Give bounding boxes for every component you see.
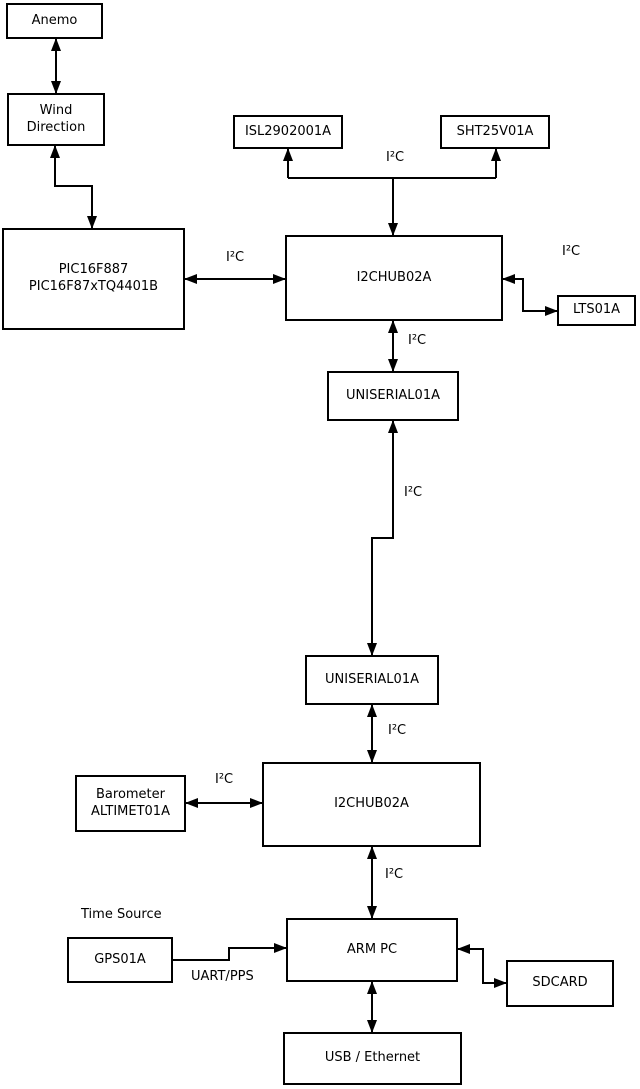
node-arm-pc: ARM PC xyxy=(286,918,458,982)
node-i2c-hub-top: I2CHUB02A xyxy=(285,235,503,321)
node-anemometer: Anemo xyxy=(6,3,103,39)
edge-label-i2c-bus-top: I²C xyxy=(386,150,405,165)
node-gps-label: GPS01A xyxy=(94,951,146,967)
edge-label-time-source: Time Source xyxy=(81,907,162,922)
node-barometer: Barometer ALTIMET01A xyxy=(75,775,186,832)
node-lts-sensor: LTS01A xyxy=(557,295,636,326)
node-i2c-hub-bottom-label: I2CHUB02A xyxy=(334,796,409,812)
edge-label-uart-pps: UART/PPS xyxy=(191,969,254,984)
node-uniserial-top: UNISERIAL01A xyxy=(327,371,459,421)
node-isl-sensor-label: ISL2902001A xyxy=(244,123,332,139)
node-uniserial-top-label: UNISERIAL01A xyxy=(346,387,440,403)
node-sdcard: SDCARD xyxy=(506,960,614,1007)
node-isl-sensor: ISL2902001A xyxy=(233,115,343,149)
edge-gps-armpc xyxy=(173,943,287,961)
edge-label-i2c-lts: I²C xyxy=(562,244,581,259)
node-uniserial-bottom: UNISERIAL01A xyxy=(305,655,439,705)
node-arm-pc-label: ARM PC xyxy=(346,941,398,957)
node-i2c-hub-top-label: I2CHUB02A xyxy=(356,269,432,285)
node-pic-microcontroller-label: PIC16F887 PIC16F87xTQ4401B xyxy=(28,262,159,294)
node-sht-sensor-label: SHT25V01A xyxy=(456,123,534,139)
edge-armpc-sdcard xyxy=(457,944,507,988)
edge-label-i2c-long-link: I²C xyxy=(404,485,423,500)
node-lts-sensor-label: LTS01A xyxy=(572,302,621,318)
node-usb-ethernet-label: USB / Ethernet xyxy=(324,1050,421,1066)
edge-label-i2c-barometer: I²C xyxy=(215,772,234,787)
edge-wind-pic xyxy=(50,145,97,229)
edge-label-i2c-hub2-armpc: I²C xyxy=(385,867,404,882)
node-pic-microcontroller: PIC16F887 PIC16F87xTQ4401B xyxy=(2,228,185,330)
edge-hub1-lts xyxy=(502,274,558,316)
edge-label-i2c-uniserial-hub2: I²C xyxy=(388,723,407,738)
edge-label-i2c-pic-hub: I²C xyxy=(226,250,245,265)
node-sdcard-label: SDCARD xyxy=(532,975,588,991)
node-i2c-hub-bottom: I2CHUB02A xyxy=(262,762,481,847)
node-anemometer-label: Anemo xyxy=(31,12,78,28)
node-wind-direction: Wind Direction xyxy=(7,93,105,146)
node-wind-direction-label: Wind Direction xyxy=(26,102,86,135)
node-gps: GPS01A xyxy=(67,937,173,983)
node-sht-sensor: SHT25V01A xyxy=(440,115,550,149)
node-usb-ethernet: USB / Ethernet xyxy=(283,1032,462,1085)
edge-label-i2c-hub-uniserial: I²C xyxy=(408,333,427,348)
node-uniserial-bottom-label: UNISERIAL01A xyxy=(325,671,419,687)
edge-uni1-uni2 xyxy=(367,420,398,656)
node-barometer-label: Barometer ALTIMET01A xyxy=(91,786,170,819)
